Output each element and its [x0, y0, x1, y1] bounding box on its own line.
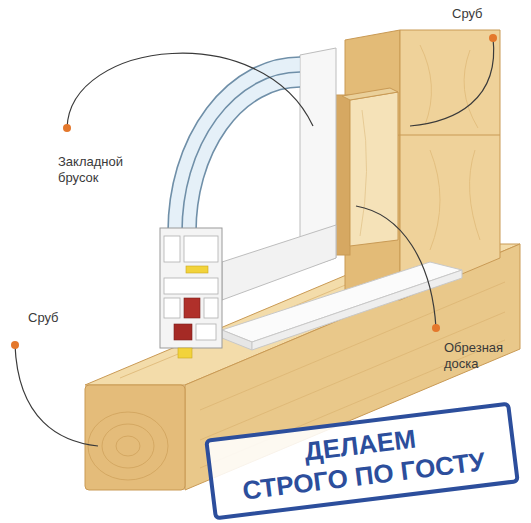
part-label: Сруб	[28, 310, 88, 326]
grain-ring	[102, 424, 154, 468]
end-grain	[88, 412, 168, 480]
log-seam	[400, 134, 500, 135]
profile-chamber	[164, 278, 218, 294]
leader-dot	[63, 124, 71, 132]
sill-front	[252, 270, 462, 350]
part-label: Обрезная доска	[444, 340, 516, 372]
steel-reinforcement	[174, 324, 192, 340]
profile-chamber	[164, 236, 180, 262]
sill-edge	[222, 330, 252, 350]
leader-lines	[15, 38, 494, 446]
gasket	[186, 266, 208, 273]
board-grain	[360, 110, 367, 236]
leader-dot	[11, 341, 19, 349]
frame-horizontal	[222, 225, 336, 300]
board-top	[342, 88, 398, 100]
grain-ring	[88, 412, 168, 480]
grain-line	[430, 150, 440, 250]
leader-dots	[11, 34, 497, 349]
part-label: Сруб	[452, 6, 512, 22]
leader-line	[15, 345, 98, 446]
profile-chamber	[196, 324, 216, 340]
grain-line	[470, 150, 480, 240]
glass-pane	[168, 57, 300, 232]
wall-side-face	[345, 30, 400, 300]
steel-reinforcement	[184, 298, 200, 318]
profile-chamber	[164, 298, 180, 318]
leader-line	[67, 53, 313, 128]
profile-chamber	[204, 298, 218, 318]
profile-chamber	[184, 236, 218, 262]
leader-dot	[489, 34, 497, 42]
wall-grain	[420, 45, 480, 250]
wall-front-face	[400, 30, 500, 300]
glass-pane	[182, 72, 300, 232]
leader-line	[410, 38, 494, 126]
pvc-profile	[160, 228, 222, 348]
leader-dot	[432, 324, 440, 332]
glass-pane	[196, 87, 300, 232]
foam-seal	[178, 348, 192, 358]
grain-ring	[116, 436, 140, 456]
grain-line	[420, 45, 431, 125]
edged-board	[350, 92, 398, 246]
part-label: Закладной брусок	[58, 154, 136, 186]
log-end-face	[85, 385, 185, 490]
leader-line	[356, 206, 436, 328]
glass-unit	[168, 57, 300, 232]
line-spacer	[448, 413, 501, 450]
grain-line	[464, 50, 478, 128]
